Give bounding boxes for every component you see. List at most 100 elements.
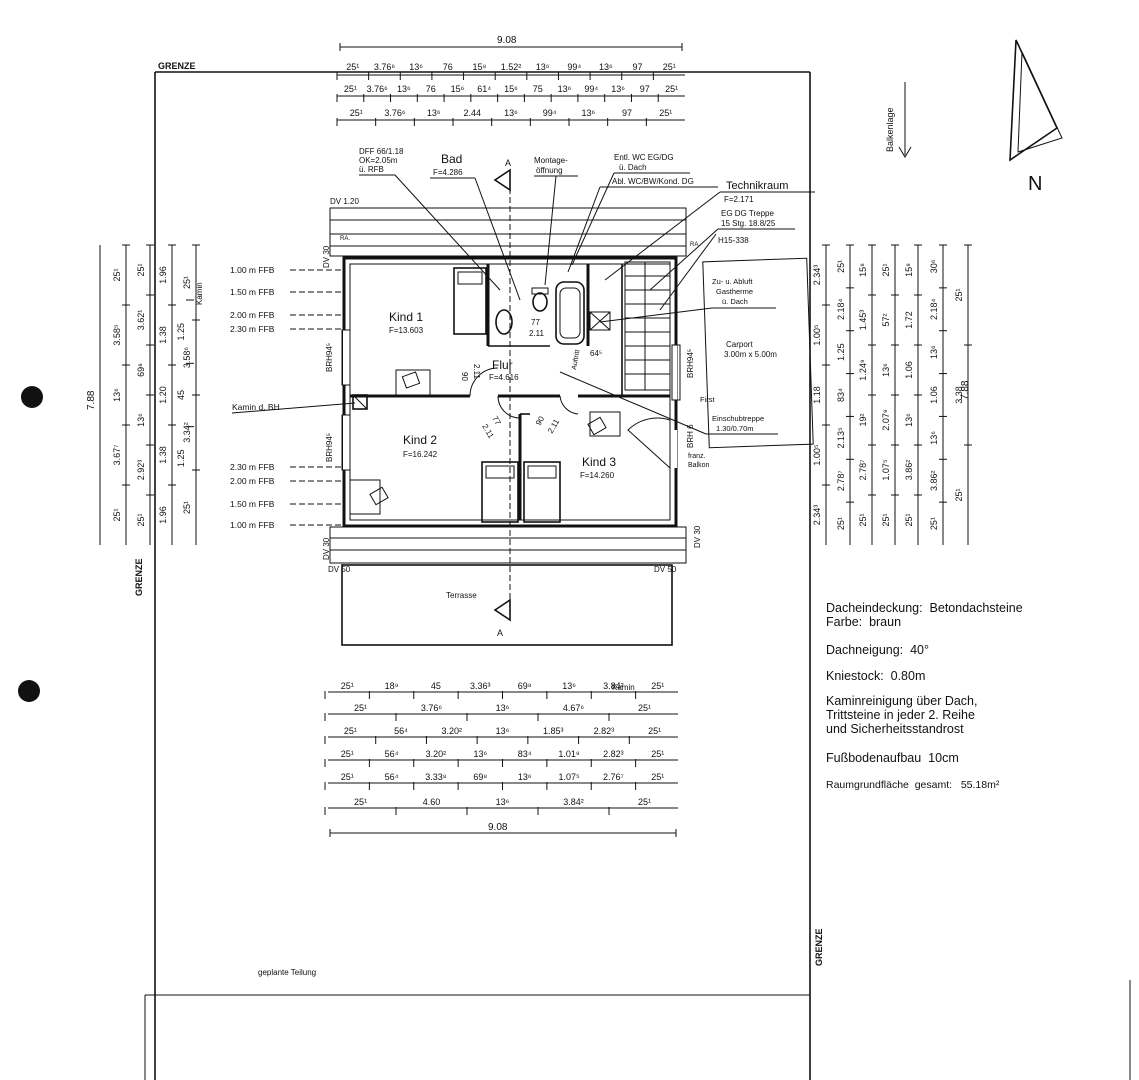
montage-line2: öffnung bbox=[536, 166, 563, 175]
entl-line1: Entl. WC EG/DG bbox=[614, 153, 674, 162]
dim-value: 25¹ bbox=[341, 749, 354, 759]
abl-label: Abl. WC/BW/Kond. DG bbox=[612, 177, 694, 186]
bed-icon-kind3 bbox=[523, 461, 561, 523]
bottom-total-dim: 9.08 bbox=[488, 822, 508, 833]
dim-value: 2.34³ bbox=[812, 265, 822, 286]
note-kaminreinigung: Kaminreinigung über Dach, bbox=[826, 694, 978, 708]
dim-value: 69⁸ bbox=[473, 772, 487, 782]
dim-value: 13⁶ bbox=[562, 681, 576, 691]
dim-value: 30⁶ bbox=[929, 259, 939, 273]
section-marker-top-icon bbox=[493, 168, 511, 192]
carport-line1: Carport bbox=[726, 340, 753, 349]
dim-value: 2.92³ bbox=[136, 460, 146, 481]
dim-value: 25¹ bbox=[651, 681, 664, 691]
ffb-230-top: 2.30 m FFB bbox=[230, 324, 275, 334]
dim-value: 69⁸ bbox=[136, 363, 146, 377]
dim-value: 25¹ bbox=[182, 501, 192, 514]
room-area-kind3: F=14.260 bbox=[580, 471, 615, 480]
dim-value: 15⁶ bbox=[451, 84, 465, 94]
bottom-kamin-label: Kamin bbox=[612, 683, 635, 692]
room-area-flur: F=4.616 bbox=[489, 373, 519, 382]
dim-value: 99⁴ bbox=[567, 62, 581, 72]
dim-value: 15⁸ bbox=[472, 62, 486, 72]
ffb-200-bottom: 2.00 m FFB bbox=[230, 476, 275, 486]
dim-value: 1.24⁹ bbox=[858, 359, 868, 381]
bathtub-icon bbox=[555, 281, 585, 345]
dv-30-right-label: DV 30 bbox=[693, 525, 702, 548]
dim-value: 2.78⁷ bbox=[858, 460, 868, 481]
first-label: First bbox=[700, 395, 715, 404]
dim-value: 3.20² bbox=[426, 749, 447, 759]
staircase-icon bbox=[624, 261, 671, 391]
dim-value: 45 bbox=[176, 390, 186, 400]
door-swing-kind1-icon bbox=[469, 367, 499, 397]
dim-value: 69⁸ bbox=[518, 681, 532, 691]
left-dim-col-3: 1.961.381.201.381.96 bbox=[158, 244, 176, 524]
ffb-150-bottom: 1.50 m FFB bbox=[230, 499, 275, 509]
note-farbe: Farbe: braun bbox=[826, 615, 902, 629]
entl-line2: ü. Dach bbox=[619, 163, 647, 172]
dim-value: 3.58⁵ bbox=[112, 324, 122, 346]
bed-icon-kind2 bbox=[481, 461, 519, 523]
dff-line1: DFF 66/1.18 bbox=[359, 147, 404, 156]
dim-value: 2.82³ bbox=[603, 749, 624, 759]
dff-line3: ü. RFB bbox=[359, 165, 384, 174]
dim-value: 1.25 bbox=[836, 343, 846, 361]
dim-value: 1.38 bbox=[158, 446, 168, 464]
montage-line1: Montage- bbox=[534, 156, 568, 165]
dim-value: 15⁸ bbox=[904, 263, 914, 277]
ra-left-label: RA. bbox=[340, 236, 350, 242]
dim-value: 2.07⁹ bbox=[881, 409, 891, 431]
dim-value: 3.20² bbox=[442, 726, 463, 736]
dim-value: 25¹ bbox=[836, 260, 846, 273]
dim-value: 25¹ bbox=[182, 276, 192, 289]
dim-value: 2.44 bbox=[464, 108, 482, 118]
dv-50-left-label: DV 50 bbox=[328, 565, 351, 574]
ffb-100-bottom: 1.00 m FFB bbox=[230, 520, 275, 530]
brh-right-top: BRH94⁵ bbox=[686, 349, 695, 378]
desk-icon-kind2 bbox=[349, 479, 389, 515]
dim-value: 3.76⁶ bbox=[367, 84, 389, 94]
dim-value: 25¹ bbox=[354, 797, 367, 807]
door-dim-645: 64⁵ bbox=[590, 349, 602, 358]
dim-value: 25¹ bbox=[344, 726, 357, 736]
top-dimension-chains bbox=[337, 43, 685, 121]
dim-value: 25¹ bbox=[136, 513, 146, 526]
dim-value: 13⁶ bbox=[136, 413, 146, 427]
dim-value: 2.82³ bbox=[594, 726, 615, 736]
dim-value: 13⁶ bbox=[881, 363, 891, 377]
ffb-230-bottom: 2.30 m FFB bbox=[230, 462, 275, 472]
dv-30-left-bottom-label: DV 30 bbox=[322, 537, 331, 560]
dim-value: 4.67⁶ bbox=[563, 703, 585, 713]
dim-value: 97 bbox=[640, 84, 650, 94]
dim-value: 45 bbox=[431, 681, 441, 691]
dim-value: 13⁶ bbox=[427, 108, 441, 118]
section-a-top: A bbox=[505, 158, 511, 168]
dim-value: 13⁶ bbox=[518, 772, 532, 782]
dim-value: 25¹ bbox=[663, 62, 676, 72]
door-dim-77-bad: 77 bbox=[531, 318, 540, 327]
dim-value: 1.00⁵ bbox=[812, 324, 822, 346]
terrace-outline bbox=[341, 564, 673, 646]
room-area-bad: F=4.286 bbox=[433, 168, 463, 177]
dv-120-label: DV 1.20 bbox=[330, 197, 359, 206]
dim-value: 3.34² bbox=[182, 422, 192, 443]
room-name-technikraum: Technikraum bbox=[726, 180, 788, 192]
north-arrow-icon bbox=[1009, 39, 1063, 162]
gastherme-line1: Zu- u. Abluft bbox=[712, 277, 753, 286]
dim-value: 13⁶ bbox=[112, 388, 122, 402]
ffb-200-top: 2.00 m FFB bbox=[230, 310, 275, 320]
door-dim-211-bad: 2.11 bbox=[529, 329, 545, 338]
door-dim-77-kind2: 77 bbox=[490, 415, 503, 428]
auftritt-label: Auftritt bbox=[571, 349, 581, 370]
h15-label: H15-338 bbox=[718, 236, 749, 245]
